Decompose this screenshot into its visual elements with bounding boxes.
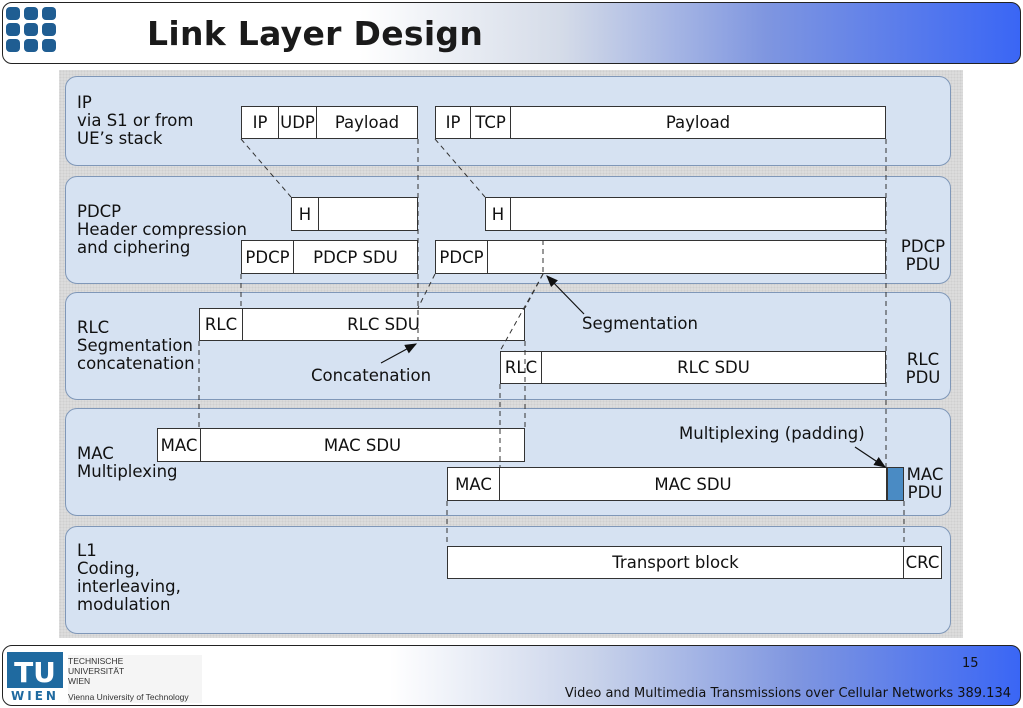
rlc2-header: RLC [500, 351, 542, 384]
svg-text:TU: TU [14, 656, 56, 689]
pdcp2-header: PDCP [435, 240, 488, 274]
ip1-payload: Payload [317, 106, 418, 139]
mac-pdu-label: MAC PDU [906, 465, 944, 502]
page-number: 15 [962, 656, 979, 671]
l1-transport-block: Transport block [447, 546, 904, 579]
pdcp1-header: PDCP [241, 240, 294, 274]
university-line4: Vienna University of Technology [68, 692, 189, 702]
pdcp1-compressed-header: H [291, 197, 319, 231]
mac-padding [887, 467, 904, 501]
layer-pdcp-label: PDCP Header compression and ciphering [77, 202, 247, 257]
layer-mac-label: MAC Multiplexing [77, 444, 178, 481]
layer-rlc-label: RLC Segmentation concatenation [77, 318, 195, 373]
mac1-header: MAC [157, 428, 201, 462]
ip1-udp-header: UDP [279, 106, 317, 139]
rlc1-header: RLC [199, 308, 243, 341]
university-line2: UNIVERSITÄT [68, 666, 125, 676]
concatenation-annotation: Concatenation [311, 366, 432, 385]
pdcp2-compressed-header: H [485, 197, 511, 231]
logo-grid-icon [6, 7, 56, 53]
ip2-tcp-header: TCP [471, 106, 511, 139]
layer-ip-label: IP via S1 or from UE’s stack [77, 93, 194, 148]
rlc1-sdu: RLC SDU [243, 308, 525, 341]
svg-text:WIEN: WIEN [11, 689, 59, 702]
connector-lines [198, 138, 905, 546]
layer-l1 [65, 526, 951, 634]
pdcp2-sdu [488, 240, 886, 274]
mac2-sdu: MAC SDU [500, 467, 887, 501]
course-title: Video and Multimedia Transmissions over … [564, 686, 1011, 701]
ip2-payload: Payload [511, 106, 886, 139]
link-layer-diagram: IP via S1 or from UE’s stack PDCP Header… [59, 70, 963, 638]
university-line3: WIEN [68, 676, 91, 686]
rlc-pdu-label: RLC PDU [905, 350, 941, 387]
header-bar [2, 2, 1021, 64]
rlc2-sdu: RLC SDU [542, 351, 886, 384]
slide-title: Link Layer Design [147, 14, 484, 53]
layer-l1-label: L1 Coding, interleaving, modulation [77, 541, 181, 614]
pdcp1-sdu: PDCP SDU [294, 240, 418, 274]
segmentation-annotation: Segmentation [582, 314, 698, 333]
pdcp1-compressed-payload [319, 197, 418, 231]
university-name: TECHNISCHE UNIVERSITÄT WIEN Vienna Unive… [68, 655, 202, 703]
pdcp-pdu-label: PDCP PDU [900, 237, 946, 274]
tu-wien-logo-icon: TU WIEN [7, 652, 63, 702]
l1-crc: CRC [904, 546, 942, 579]
ip1-ip-header: IP [241, 106, 279, 139]
mac1-sdu: MAC SDU [201, 428, 525, 462]
university-line1: TECHNISCHE [68, 656, 124, 666]
multiplexing-annotation: Multiplexing (padding) [679, 424, 865, 443]
pdcp2-compressed-payload [511, 197, 886, 231]
mac2-header: MAC [447, 467, 500, 501]
ip2-ip-header: IP [435, 106, 471, 139]
